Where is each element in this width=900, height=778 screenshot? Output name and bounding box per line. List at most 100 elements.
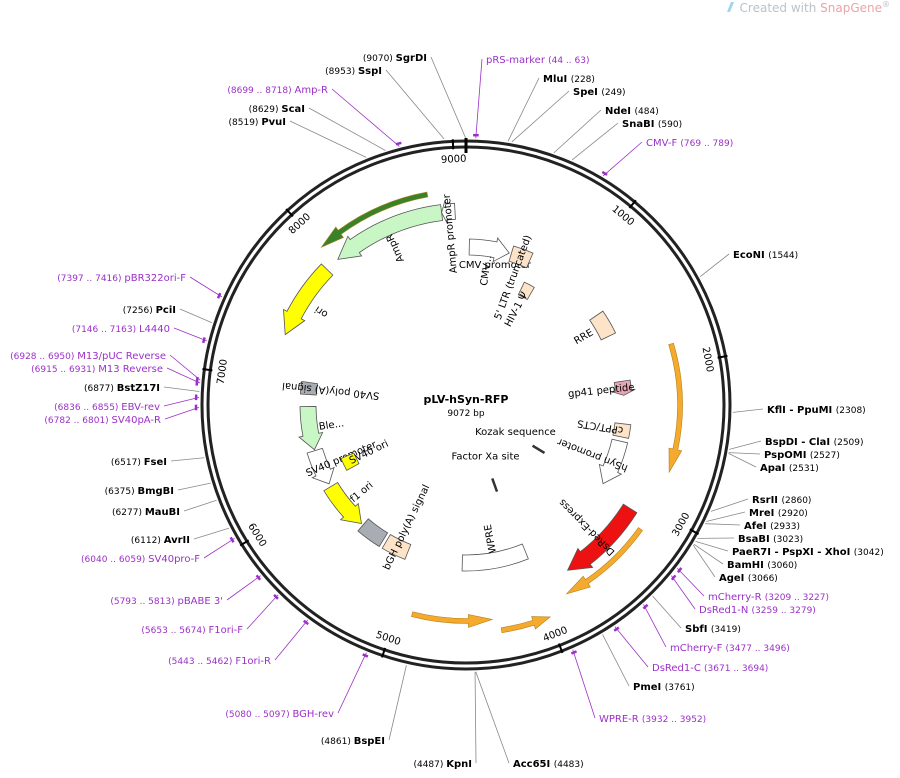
enzyme-label-scai[interactable]: (8629) ScaI <box>249 104 305 115</box>
enzyme-label-mlui[interactable]: MluI (228) <box>543 74 595 85</box>
primer-label-f1ori-r[interactable]: (5443 .. 5462) F1ori-R <box>168 656 271 667</box>
enzyme-label-ndei[interactable]: NdeI (484) <box>605 106 659 117</box>
enzyme-label-pmei[interactable]: PmeI (3761) <box>633 682 695 693</box>
enzyme-label-afei[interactable]: AfeI (2933) <box>744 521 800 532</box>
enzyme-label-bmgbi[interactable]: (6375) BmgBI <box>105 486 174 497</box>
primer-label-wpre-r[interactable]: WPRE-R (3932 .. 3952) <box>599 714 706 725</box>
leader-pcii <box>180 309 212 323</box>
primer-label-cmv-f[interactable]: CMV-F (769 .. 789) <box>646 138 733 149</box>
enzyme-label-pvui[interactable]: (8519) PvuI <box>229 117 286 128</box>
enzyme-label-kfli-ppumi[interactable]: KflI - PpuMI (2308) <box>767 405 866 416</box>
enzyme-label-sspi[interactable]: (8953) SspI <box>325 66 382 77</box>
primer-label-mcherry-r[interactable]: mCherry-R (3209 .. 3227) <box>708 592 829 603</box>
enzyme-label-sbfi[interactable]: SbfI (3419) <box>685 624 741 635</box>
leader-sbfi <box>653 596 681 628</box>
leader-snabi <box>572 123 618 160</box>
enzyme-label-bspei[interactable]: (4861) BspEI <box>321 736 385 747</box>
primer-label-pbr322ori-f[interactable]: (7397 .. 7416) pBR322ori-F <box>57 273 186 284</box>
enzyme-label-pspomi[interactable]: PspOMI (2527) <box>764 450 840 461</box>
enzyme-label-bstz17i[interactable]: (6877) BstZ17I <box>84 383 160 394</box>
enzyme-label-fsei[interactable]: (6517) FseI <box>111 457 167 468</box>
primer-label-l4440[interactable]: (7146 .. 7163) L4440 <box>72 324 170 335</box>
leader-sv40pa-r <box>165 407 199 419</box>
enzyme-label-rsrii[interactable]: RsrII (2860) <box>752 495 811 506</box>
leader-pbr322ori-f <box>190 277 222 297</box>
enzyme-label-paer7i-pspxi-xhoi[interactable]: PaeR7I - PspXI - XhoI (3042) <box>732 547 884 558</box>
feature-label-ble: Ble... <box>318 418 345 433</box>
leader-bstz17i <box>164 387 199 392</box>
feature-label-kozak-sequence: Kozak sequence <box>475 427 556 438</box>
feature-ori[interactable] <box>283 264 332 335</box>
enzyme-label-bamhi[interactable]: BamHI (3060) <box>727 560 797 571</box>
primer-label-sv40pa-r[interactable]: (6782 .. 6801) SV40pA-R <box>44 415 161 426</box>
leader-mcherry-r <box>677 568 704 596</box>
enzyme-label-apai[interactable]: ApaI (2531) <box>760 463 819 474</box>
enzyme-label-spei[interactable]: SpeI (249) <box>573 87 626 98</box>
leader-fsei <box>171 458 204 461</box>
leader-amp-r <box>332 89 399 146</box>
leader-l4440 <box>174 328 207 341</box>
feature-label-ampr-promoter: AmpR promoter <box>442 193 460 274</box>
orf-arc-5 <box>411 612 492 628</box>
primer-label-dsred1-n[interactable]: DsRed1-N (3259 .. 3279) <box>699 605 816 616</box>
primer-label-f1ori-f[interactable]: (5653 .. 5674) F1ori-F <box>141 625 243 636</box>
leader-ndei <box>554 110 601 153</box>
leader-apai <box>729 453 756 467</box>
enzyme-label-pcii[interactable]: (7256) PciI <box>123 305 176 316</box>
plasmid-name: pLV-hSyn-RFP <box>423 393 508 406</box>
enzyme-label-snabi[interactable]: SnaBI (590) <box>622 119 682 130</box>
leader-sv40pro-f <box>204 538 235 558</box>
feature-label-cppt-cts: cPPT/CTS <box>577 417 625 435</box>
leader-mrei <box>706 512 745 522</box>
primer-label-m13-puc-reverse[interactable]: (6928 .. 6950) M13/pUC Reverse <box>10 351 166 362</box>
leader-pbabe-3 <box>227 576 261 600</box>
tick-7000 <box>202 369 212 370</box>
primer-site-pbr322ori-f <box>218 293 220 298</box>
feature-factor-xa-site[interactable] <box>492 478 497 491</box>
feature-label-rre: RRE <box>572 327 595 347</box>
orf-arc-4 <box>501 617 550 633</box>
primer-site-dsred1-n <box>672 575 676 579</box>
enzyme-label-econi[interactable]: EcoNI (1544) <box>733 250 798 261</box>
primer-label-m13-reverse[interactable]: (6915 .. 6931) M13 Reverse <box>31 364 163 375</box>
enzyme-label-maubi[interactable]: (6277) MauBI <box>112 507 180 518</box>
leader-scai <box>309 108 385 150</box>
leader-f1ori-f <box>247 595 278 629</box>
enzyme-label-avrii[interactable]: (6112) AvrII <box>131 535 190 546</box>
feature-feature-13[interactable] <box>358 519 388 547</box>
leader-acc65i <box>476 672 509 763</box>
enzyme-label-acc65i[interactable]: Acc65I (4483) <box>513 759 584 770</box>
primer-label-prs-marker[interactable]: pRS-marker (44 .. 63) <box>486 55 589 66</box>
primer-label-bgh-rev[interactable]: (5080 .. 5097) BGH-rev <box>225 709 334 720</box>
primer-site-bgh-rev <box>363 654 368 656</box>
primer-label-pbabe-3[interactable]: (5793 .. 5813) pBABE 3' <box>110 596 223 607</box>
leader-ebv-rev <box>164 397 199 406</box>
feature-label-bgh-poly-a-signal: bGH poly(A) signal <box>382 483 433 572</box>
primer-label-ebv-rev[interactable]: (6836 .. 6855) EBV-rev <box>54 402 160 413</box>
enzyme-label-bsabi[interactable]: BsaBI (3023) <box>738 534 803 545</box>
enzyme-label-bspdi-clai[interactable]: BspDI - ClaI (2509) <box>765 437 864 448</box>
leader-dsred1-c <box>615 627 648 667</box>
primer-label-amp-r[interactable]: (8699 .. 8718) Amp-R <box>227 85 328 96</box>
leader-dsred1-n <box>671 576 695 609</box>
leader-pvui <box>290 121 366 157</box>
feature-label-wpre: WPRE <box>483 523 499 554</box>
enzyme-label-kpni[interactable]: (4487) KpnI <box>413 759 472 770</box>
primer-label-dsred1-c[interactable]: DsRed1-C (3671 .. 3694) <box>652 663 768 674</box>
enzyme-label-mrei[interactable]: MreI (2920) <box>749 508 808 519</box>
enzyme-label-sgrdi[interactable]: (9070) SgrDI <box>363 53 427 64</box>
primer-label-sv40pro-f[interactable]: (6040 .. 6059) SV40pro-F <box>81 554 200 565</box>
primer-site-sv40pro-f <box>231 537 234 542</box>
enzyme-label-agei[interactable]: AgeI (3066) <box>719 573 778 584</box>
leader-bmgbi <box>178 483 211 490</box>
primer-site-l4440 <box>203 337 204 342</box>
primer-site-m13-puc-reverse <box>197 377 198 383</box>
feature-kozak-sequence[interactable] <box>533 446 545 453</box>
leader-kfli-ppumi <box>733 409 763 412</box>
leader-rsrii <box>711 499 748 511</box>
primer-label-mcherry-f[interactable]: mCherry-F (3477 .. 3496) <box>670 643 790 654</box>
leader-kpni <box>475 672 476 763</box>
leader-bspdi-clai <box>729 441 761 449</box>
